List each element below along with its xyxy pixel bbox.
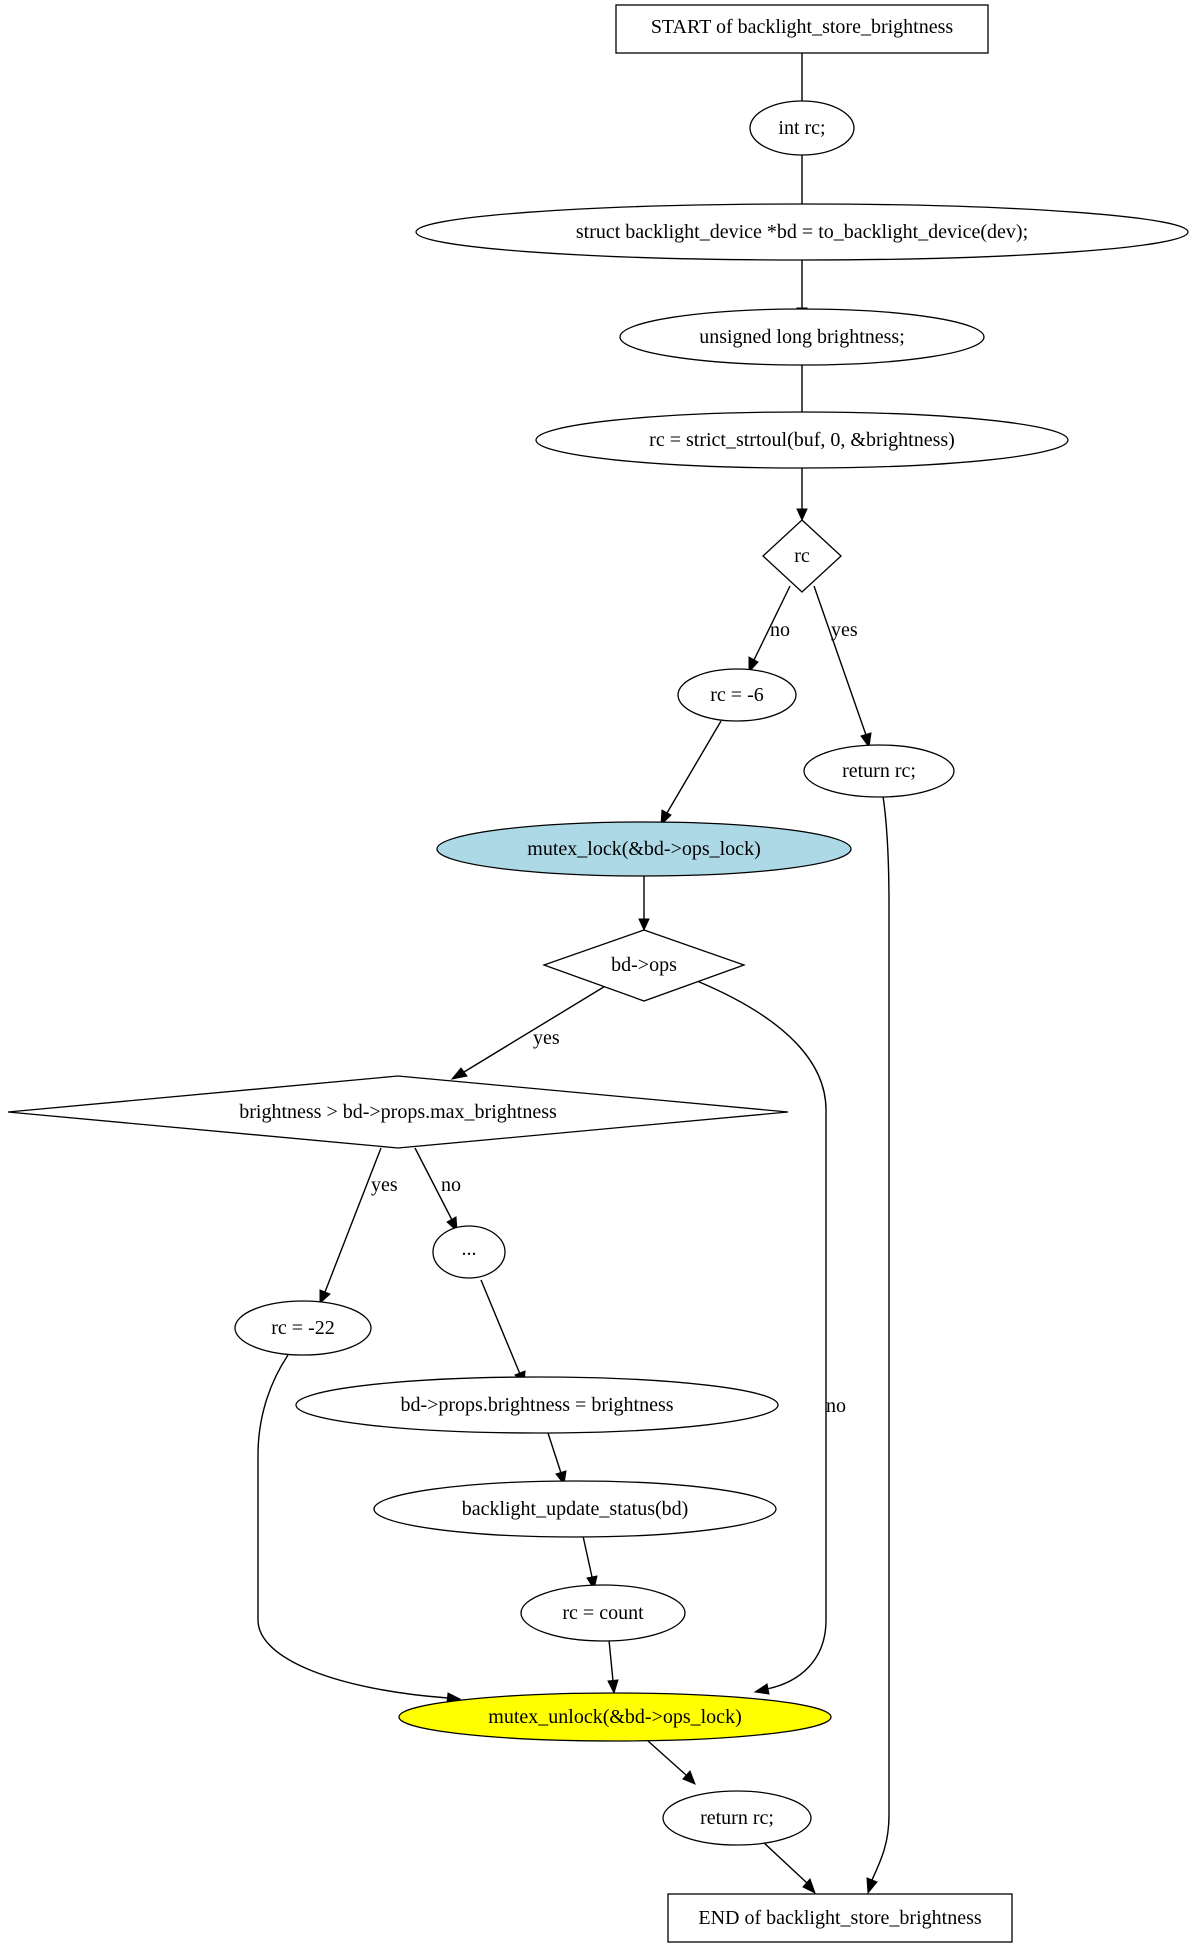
node-set-brightness-label: bd->props.brightness = brightness: [400, 1394, 673, 1416]
edge-rc-yes: [813, 585, 872, 749]
node-end-label: END of backlight_store_brightness: [698, 1907, 981, 1929]
node-mutex-unlock-label: mutex_unlock(&bd->ops_lock): [488, 1706, 741, 1728]
edge-rc-count-to-mutex-unlock: [607, 1639, 619, 1695]
edge-label-max-yes: yes: [371, 1174, 398, 1196]
node-update-status-label: backlight_update_status(bd): [462, 1498, 689, 1520]
node-rc-neg6: rc = -6: [677, 668, 797, 722]
node-ellipsis-label: ...: [462, 1238, 477, 1260]
edge-max-yes: [319, 1147, 382, 1305]
node-return-rc-early: return rc;: [803, 744, 955, 798]
edge-rc-neg6-to-mutex-lock: [660, 720, 722, 827]
node-ellipsis: ...: [432, 1225, 506, 1279]
edges: [257, 53, 890, 1895]
edge-label-ops-yes: yes: [533, 1027, 560, 1049]
node-rc-neg22: rc = -22: [234, 1300, 372, 1356]
node-mutex-unlock: mutex_unlock(&bd->ops_lock): [398, 1692, 832, 1742]
node-mutex-lock-label: mutex_lock(&bd->ops_lock): [527, 838, 760, 860]
decision-max-brightness: brightness > bd->props.max_brightness: [7, 1075, 789, 1149]
edge-labels: no yes yes no yes no: [371, 619, 858, 1417]
node-update-status: backlight_update_status(bd): [373, 1480, 777, 1538]
edge-label-rc-yes: yes: [831, 619, 858, 641]
node-int-rc-label: int rc;: [778, 117, 825, 139]
edge-update-status-to-rc-count: [582, 1535, 598, 1591]
node-end: END of backlight_store_brightness: [667, 1893, 1013, 1943]
node-struct-bd-label: struct backlight_device *bd = to_backlig…: [576, 221, 1028, 243]
edge-label-max-no: no: [441, 1174, 461, 1196]
node-return-rc-early-label: return rc;: [842, 760, 916, 782]
edge-set-brightness-to-update-status: [547, 1432, 567, 1486]
edge-mutex-unlock-to-return: [647, 1740, 696, 1785]
edge-mutex-lock-to-ops-decision: [638, 875, 650, 932]
decision-ops: bd->ops: [542, 929, 746, 1002]
node-return-rc-label: return rc;: [700, 1807, 774, 1829]
node-rc-count: rc = count: [520, 1584, 686, 1642]
edge-early-return-to-end: [866, 795, 890, 1895]
edge-strtoul-to-rc-decision: [796, 468, 808, 522]
edge-label-ops-no: no: [826, 1395, 846, 1417]
decision-rc-label: rc: [794, 545, 810, 567]
edge-rc-no: [748, 585, 791, 674]
node-set-brightness: bd->props.brightness = brightness: [295, 1376, 779, 1434]
node-brightness-decl: unsigned long brightness;: [619, 308, 985, 366]
node-struct-bd: struct backlight_device *bd = to_backlig…: [415, 203, 1189, 261]
node-rc-neg6-label: rc = -6: [710, 684, 763, 706]
node-int-rc: int rc;: [749, 100, 855, 156]
node-strtoul: rc = strict_strtoul(buf, 0, &brightness): [535, 411, 1069, 469]
node-brightness-decl-label: unsigned long brightness;: [699, 326, 905, 348]
edge-ops-yes: [450, 984, 608, 1080]
decision-max-brightness-label: brightness > bd->props.max_brightness: [239, 1101, 557, 1123]
node-return-rc: return rc;: [662, 1790, 812, 1846]
node-start-label: START of backlight_store_brightness: [651, 16, 954, 38]
node-strtoul-label: rc = strict_strtoul(buf, 0, &brightness): [649, 429, 955, 451]
node-rc-count-label: rc = count: [562, 1602, 644, 1624]
decision-rc: rc: [762, 519, 842, 593]
node-rc-neg22-label: rc = -22: [271, 1317, 334, 1339]
edge-ops-no: [696, 980, 827, 1695]
decision-ops-label: bd->ops: [611, 954, 677, 976]
node-start: START of backlight_store_brightness: [615, 4, 989, 54]
edge-return-to-end: [761, 1840, 816, 1895]
edge-ellipsis-to-set-brightness: [480, 1279, 526, 1387]
node-mutex-lock: mutex_lock(&bd->ops_lock): [436, 821, 852, 877]
edge-label-rc-no: no: [770, 619, 790, 641]
